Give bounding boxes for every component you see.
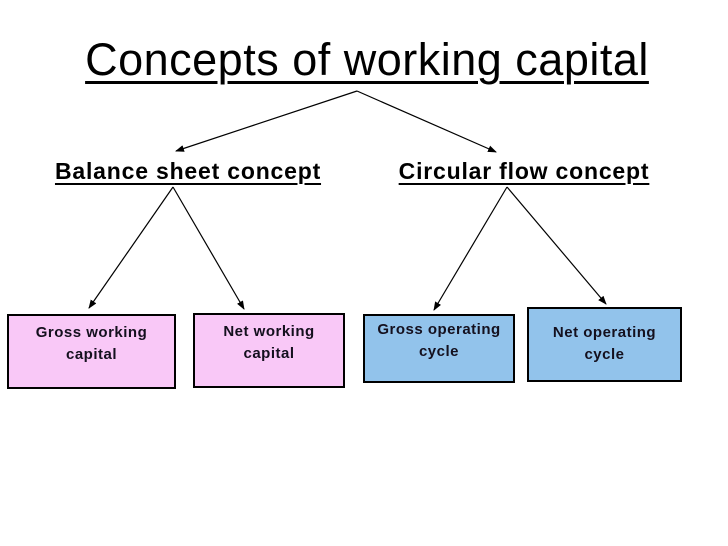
connector-balance-to-gross-working — [88, 186, 174, 309]
connector-balance-to-net-working — [172, 186, 245, 310]
branch-label-balance-sheet: Balance sheet concept — [54, 158, 322, 184]
node-gross-working-capital: Gross working capital — [7, 314, 176, 389]
node-net-working-capital: Net working capital — [193, 313, 345, 388]
connector-circular-to-net-operating — [506, 186, 607, 305]
node-net-operating-cycle: Net operating cycle — [527, 307, 682, 382]
branch-label-circular-flow: Circular flow concept — [398, 158, 650, 184]
connector-title-to-circular-flow — [356, 90, 497, 153]
connector-title-to-balance-sheet — [175, 90, 358, 152]
node-gross-operating-cycle: Gross operating cycle — [363, 314, 515, 383]
connector-circular-to-gross-operating — [433, 186, 508, 311]
slide-title: Concepts of working capital — [85, 34, 649, 85]
